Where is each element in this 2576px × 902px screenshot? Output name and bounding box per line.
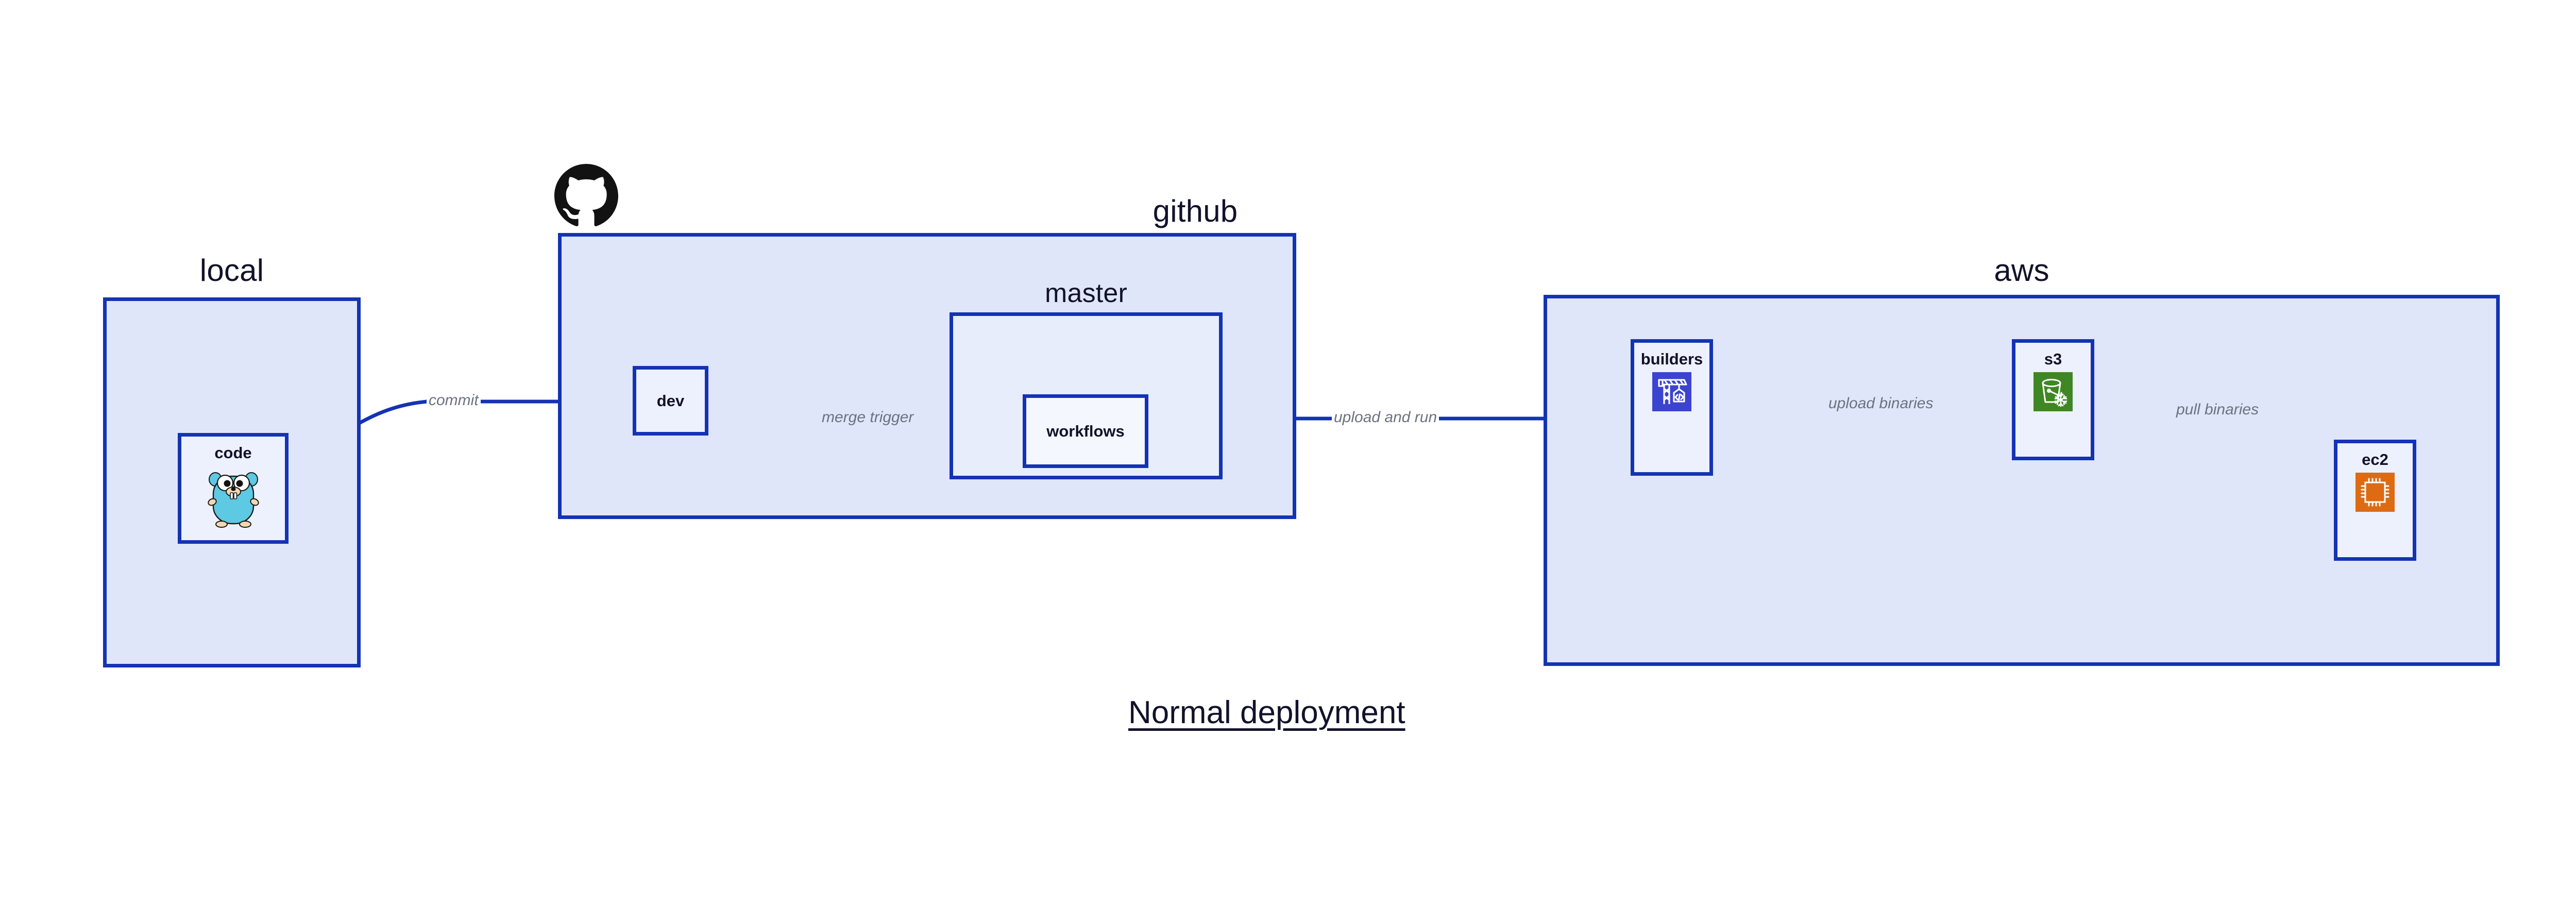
page-title: Normal deployment (1128, 695, 1405, 730)
node-label-ec2: ec2 (2362, 450, 2388, 469)
node-label-builders: builders (1640, 350, 1703, 368)
subgroup-label-master: master (1044, 278, 1128, 308)
node-label-code: code (214, 444, 252, 462)
node-ec2[interactable]: ec2 (2334, 440, 2416, 561)
edge-label-merge-trigger: merge trigger (820, 410, 916, 425)
aws-ec2-icon (2355, 473, 2395, 514)
edge-label-pull-binaries: pull binaries (2174, 402, 2261, 417)
aws-s3-glacier-icon (2033, 372, 2073, 414)
group-label-local: local (199, 253, 264, 288)
node-builders[interactable]: builders (1631, 339, 1713, 476)
node-code[interactable]: code (178, 433, 289, 544)
edge-label-commit: commit (427, 393, 481, 408)
edge-label-upload-and-run: upload and run (1332, 410, 1439, 425)
node-label-dev: dev (656, 392, 685, 410)
go-gopher-icon (206, 466, 261, 530)
edge-label-upload-binaries: upload binaries (1826, 396, 1936, 411)
github-octocat-icon (554, 164, 618, 230)
group-label-github: github (1153, 194, 1238, 228)
node-s3[interactable]: s3 (2012, 339, 2094, 460)
node-workflows[interactable]: workflows (1023, 394, 1148, 468)
node-label-workflows: workflows (1046, 422, 1125, 440)
aws-codebuild-icon (1652, 372, 1691, 414)
node-label-s3: s3 (2044, 350, 2062, 368)
node-dev[interactable]: dev (633, 366, 708, 436)
group-label-aws: aws (1994, 253, 2049, 288)
